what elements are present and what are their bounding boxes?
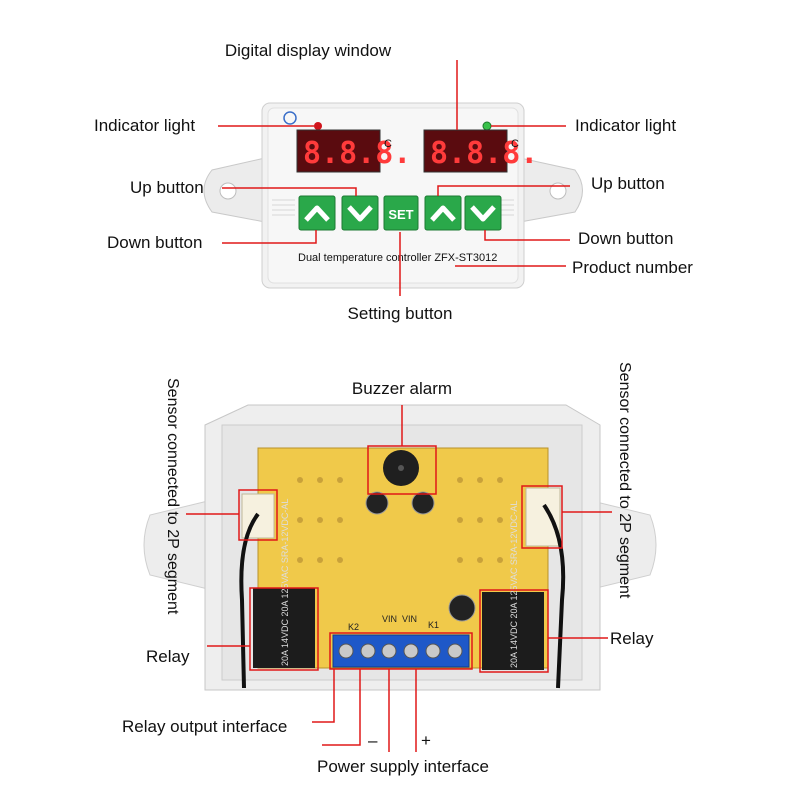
label-vin-1: VIN [382, 614, 397, 624]
chevron-up-icon [430, 205, 456, 222]
relay-left-text: 20A 14VDC 20A 125VAC SRA-12VDC-AL [280, 499, 290, 666]
label-buzzer: Buzzer alarm [352, 379, 452, 398]
display-left [296, 129, 381, 173]
unit-right: C [511, 138, 519, 150]
label-up-right: Up button [591, 174, 665, 193]
label-minus: – [368, 731, 378, 750]
display-right-digits: 8.8.8. [430, 136, 538, 171]
display-right [423, 129, 508, 173]
label-relay-right: Relay [610, 629, 654, 648]
indicator-light-left [314, 122, 322, 130]
sensor-connector-right [525, 487, 561, 547]
product-text: Dual temperature controller ZFX-ST3012 [298, 252, 497, 264]
label-display-window: Digital display window [225, 41, 392, 60]
relay-right-text: 20A 14VDC 20A 125VAC SRA-12VDC-AL [509, 501, 519, 668]
label-setting-button: Setting button [348, 304, 453, 323]
bottom-callout-lines [186, 405, 612, 752]
up-button-left[interactable] [298, 195, 336, 231]
chevron-up-icon [304, 205, 330, 222]
set-button[interactable]: SET [383, 195, 419, 231]
down-button-left[interactable] [341, 195, 379, 231]
label-vin-2: VIN [402, 614, 417, 624]
label-relay-left: Relay [146, 647, 190, 666]
front-panel: 8.8.8. C 8.8.8. C SET [203, 102, 583, 289]
up-button-right[interactable] [424, 195, 462, 231]
label-indicator-right: Indicator light [575, 116, 676, 135]
label-plus: + [421, 731, 431, 750]
label-power-supply: Power supply interface [317, 757, 489, 776]
top-callout-lines [218, 60, 570, 296]
indicator-light-right [482, 121, 492, 131]
label-up-left: Up button [130, 178, 204, 197]
brand-logo-icon [283, 111, 297, 125]
label-sensor-right: Sensor connected to 2P segment [616, 362, 633, 599]
unit-left: C [384, 138, 392, 150]
label-product-number: Product number [572, 258, 693, 277]
terminal-block [332, 634, 470, 668]
label-sensor-left: Sensor connected to 2P segment [164, 378, 181, 615]
label-k1: K1 [428, 620, 439, 630]
label-relay-output: Relay output interface [122, 717, 287, 736]
chevron-down-icon [470, 205, 496, 222]
down-button-right[interactable] [464, 195, 502, 231]
label-k2: K2 [348, 622, 359, 632]
relay-right [482, 592, 544, 670]
back-view: 20A 14VDC 20A 125VAC SRA-12VDC-AL 20A 14… [143, 404, 657, 691]
relay-left [253, 588, 315, 668]
label-down-right: Down button [578, 229, 673, 248]
chevron-down-icon [347, 205, 373, 222]
set-button-label: SET [388, 207, 413, 222]
capacitor [448, 594, 476, 622]
label-down-left: Down button [107, 233, 202, 252]
display-left-digits: 8.8.8. [303, 136, 411, 171]
label-indicator-left: Indicator light [94, 116, 195, 135]
